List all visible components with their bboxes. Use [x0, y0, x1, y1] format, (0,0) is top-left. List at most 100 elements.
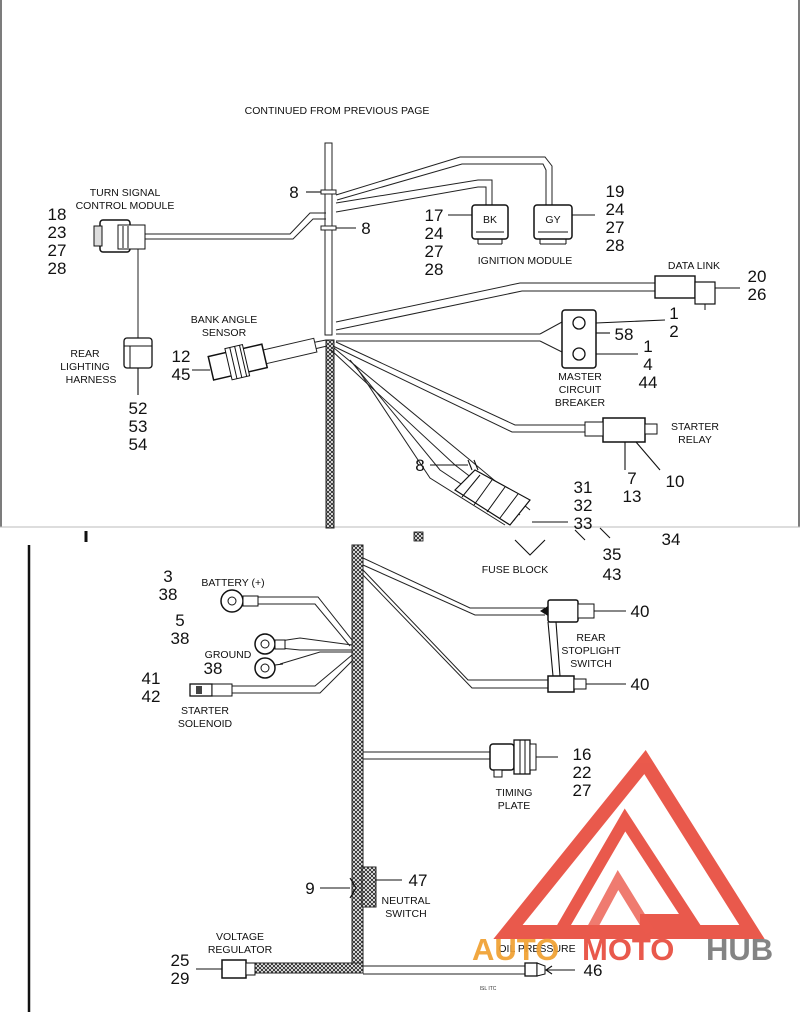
rear-stoplight-label-1: REAR [576, 632, 606, 644]
starter-relay-icon [584, 417, 661, 471]
bank-angle-label-2: SENSOR [202, 327, 247, 339]
master-circuit-breaker-icon [561, 309, 666, 369]
fuse-block-label: FUSE BLOCK [482, 564, 549, 576]
starter-relay-label-2: RELAY [678, 434, 712, 446]
gy-label: GY [545, 214, 560, 226]
master-label-1: MASTER [558, 371, 602, 383]
battery-terminal-icon [220, 589, 259, 613]
rear-stoplight-label-3: SWITCH [570, 658, 611, 670]
callout-27: 27 [573, 781, 592, 800]
rear-stoplight-switch-icon [540, 599, 626, 693]
callout-40: 40 [631, 602, 650, 621]
callout-18: 18 [48, 205, 67, 224]
callout-27: 27 [425, 242, 444, 261]
logo-text-auto: AUTO [472, 932, 559, 967]
master-label-3: BREAKER [555, 397, 606, 409]
callout-2: 2 [669, 322, 678, 341]
oil-pressure-switch-icon [524, 962, 575, 977]
voltage-regulator-icon [196, 959, 256, 979]
ignition-module-bk-icon [471, 204, 509, 245]
callout-9: 9 [305, 879, 314, 898]
callout-23: 23 [48, 223, 67, 242]
callout-43: 43 [603, 565, 622, 584]
turn-signal-label-1: TURN SIGNAL [90, 187, 161, 199]
callout-20: 20 [748, 267, 767, 286]
master-label-2: CIRCUIT [559, 384, 602, 396]
rear-stoplight-label-2: STOPLIGHT [561, 645, 621, 657]
callout-8: 8 [289, 183, 298, 202]
starter-relay-label-1: STARTER [671, 421, 719, 433]
callout-24: 24 [606, 200, 625, 219]
callout-5: 5 [175, 611, 184, 630]
callout-28: 28 [48, 259, 67, 278]
callout-52: 52 [129, 399, 148, 418]
bottom-trunk [254, 544, 377, 974]
voltage-label-1: VOLTAGE [216, 931, 264, 943]
ground-label: GROUND [205, 649, 252, 661]
callout-40: 40 [631, 675, 650, 694]
callout-26: 26 [748, 285, 767, 304]
callout-1: 1 [669, 304, 678, 323]
callout-16: 16 [573, 745, 592, 764]
callout-8: 8 [415, 456, 424, 475]
callout-27: 27 [48, 241, 67, 260]
callout-19: 19 [606, 182, 625, 201]
callout-29: 29 [171, 969, 190, 988]
leader-lines-top [306, 191, 595, 471]
battery-label: BATTERY (+) [201, 577, 264, 589]
callout-22: 22 [573, 763, 592, 782]
rear-lighting-label-2: LIGHTING [60, 361, 110, 373]
oil-pressure-label: OIL PRESSURE [498, 943, 575, 955]
logo-text-moto: MOTO [582, 932, 674, 967]
logo-inner-mark [554, 808, 702, 936]
callout-28: 28 [606, 236, 625, 255]
rear-lighting-label-3: HARNESS [66, 374, 117, 386]
callout-31: 31 [574, 478, 593, 497]
ground-terminal-icon [254, 633, 286, 679]
callout-58: 58 [615, 325, 634, 344]
callout-24: 24 [425, 224, 444, 243]
callout-25: 25 [171, 951, 190, 970]
logo-triangle-outer [493, 749, 765, 939]
timing-label-1: TIMING [496, 787, 533, 799]
starter-solenoid-label-1: STARTER [181, 705, 229, 717]
callout-45: 45 [172, 365, 191, 384]
continued-label: CONTINUED FROM PREVIOUS PAGE [245, 105, 430, 117]
callout-38: 38 [159, 585, 178, 604]
callout-4: 4 [643, 355, 652, 374]
neutral-label-2: SWITCH [385, 908, 426, 920]
callout-47: 47 [409, 871, 428, 890]
turn-signal-module-icon [93, 219, 146, 253]
callout-38: 38 [171, 629, 190, 648]
callout-46: 46 [584, 961, 603, 980]
callout-27: 27 [606, 218, 625, 237]
callout-8: 8 [361, 219, 370, 238]
component-labels: CONTINUED FROM PREVIOUS PAGE TURN SIGNAL… [60, 105, 720, 992]
bank-angle-sensor-icon [207, 343, 269, 381]
callout-numbers: 8 8 8 18 23 27 28 17 24 27 28 19 24 27 2… [48, 182, 767, 988]
callout-32: 32 [574, 496, 593, 515]
callout-41: 41 [142, 669, 161, 688]
timing-label-2: PLATE [498, 800, 530, 812]
callout-3: 3 [163, 567, 172, 586]
ignition-module-gy-icon [533, 204, 573, 245]
callout-28: 28 [425, 260, 444, 279]
callout-10: 10 [666, 472, 685, 491]
starter-solenoid-icon [189, 683, 233, 697]
data-link-label: DATA LINK [668, 260, 720, 272]
callout-17: 17 [425, 206, 444, 225]
bank-angle-label-1: BANK ANGLE [191, 314, 258, 326]
rear-lighting-label-1: REAR [70, 348, 100, 360]
automotohub-logo: AUTO MOTO HUB [472, 749, 773, 967]
timing-plate-icon [489, 739, 558, 778]
starter-solenoid-label-2: SOLENOID [178, 718, 233, 730]
voltage-label-2: REGULATOR [208, 944, 273, 956]
callout-54: 54 [129, 435, 148, 454]
callout-53: 53 [129, 417, 148, 436]
callout-42: 42 [142, 687, 161, 706]
tiny-code-label: ISL ITC [480, 986, 497, 992]
callout-33: 33 [574, 514, 593, 533]
turn-signal-label-2: CONTROL MODULE [76, 200, 175, 212]
